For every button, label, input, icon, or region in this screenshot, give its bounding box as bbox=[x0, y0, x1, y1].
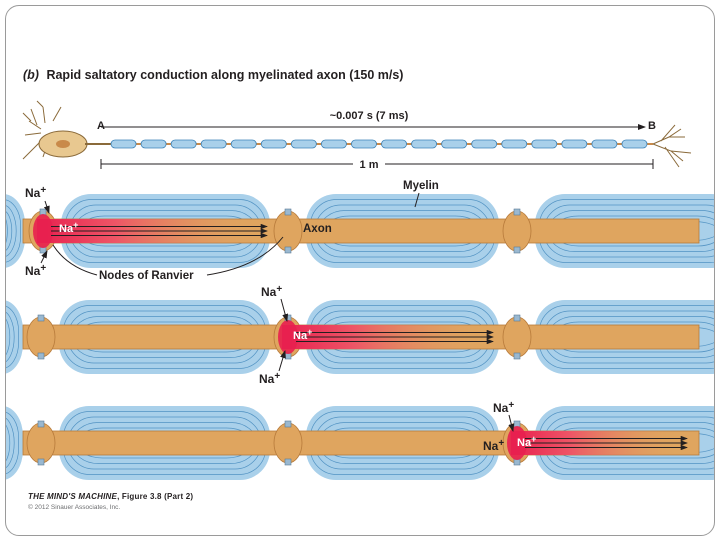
overview-myelin-segment bbox=[621, 139, 648, 149]
overview-myelin-segment bbox=[531, 139, 558, 149]
sodium-channel bbox=[513, 352, 521, 360]
book-title: THE MIND'S MACHINE bbox=[28, 492, 118, 501]
saltatory-conduction-diagram: (b) Rapid saltatory conduction along mye… bbox=[6, 68, 714, 480]
overview-myelin-segment bbox=[230, 139, 257, 149]
overview-myelin-segment bbox=[411, 139, 438, 149]
sodium-channel bbox=[284, 420, 292, 428]
nodes-of-ranvier-label: Nodes of Ranvier bbox=[99, 270, 194, 282]
na-label-inside-3: Na+ bbox=[517, 434, 536, 449]
overview-myelin-segment bbox=[200, 139, 227, 149]
axon-strip-3 bbox=[6, 406, 714, 480]
overview-myelin-segment bbox=[320, 139, 347, 149]
node-pointer-left bbox=[52, 244, 98, 276]
overview-myelin-segment bbox=[471, 139, 498, 149]
active-node bbox=[33, 214, 53, 248]
myelin-layer bbox=[6, 312, 15, 362]
axon-strip-2 bbox=[6, 300, 714, 374]
myelin-layer bbox=[6, 305, 19, 369]
panel-title-text: Rapid saltatory conduction along myelina… bbox=[46, 68, 403, 82]
node-of-ranvier bbox=[502, 210, 532, 252]
na-inflow-arrow-bottom-1 bbox=[40, 250, 48, 264]
overview-myelin-segment bbox=[170, 139, 197, 149]
point-a-label: A bbox=[97, 120, 105, 132]
na-label-inside-1: Na+ bbox=[59, 220, 78, 235]
overview-myelin-segment bbox=[351, 139, 377, 149]
na-inflow-arrow-top-2 bbox=[280, 298, 289, 322]
myelin-label: Myelin bbox=[403, 180, 439, 192]
axon-label: Axon bbox=[303, 223, 332, 235]
sodium-channel bbox=[284, 208, 292, 216]
myelin-pointer bbox=[414, 192, 420, 208]
axon-strip-1 bbox=[6, 194, 714, 268]
active-node bbox=[278, 320, 298, 354]
figure-reference: , Figure 3.8 (Part 2) bbox=[117, 492, 194, 501]
myelin-layer bbox=[6, 318, 11, 356]
overview-myelin-segment bbox=[260, 139, 287, 149]
sodium-channel bbox=[37, 458, 45, 466]
axon-terminal bbox=[652, 124, 692, 168]
na-label-top-2: Na+ bbox=[261, 284, 282, 299]
myelin-layer bbox=[6, 411, 19, 475]
figure-caption: THE MIND'S MACHINE, Figure 3.8 (Part 2) bbox=[28, 492, 193, 501]
distance-label: 1 m bbox=[360, 159, 379, 171]
myelin-sheath bbox=[6, 194, 25, 268]
active-node bbox=[507, 426, 527, 460]
overview-myelin-segment bbox=[561, 139, 588, 149]
sodium-channel bbox=[37, 420, 45, 428]
na-label-bottom-2: Na+ bbox=[259, 371, 280, 386]
overview-myelin-segment bbox=[381, 139, 407, 149]
neuron-overview: A B ~0.007 s (7 ms) 1 m bbox=[22, 100, 692, 171]
myelin-layer bbox=[6, 418, 15, 468]
sodium-channel bbox=[284, 458, 292, 466]
overview-myelin-segments bbox=[110, 139, 648, 149]
time-label: ~0.007 s (7 ms) bbox=[330, 110, 409, 122]
na-label-top-1: Na+ bbox=[25, 185, 46, 200]
node-of-ranvier bbox=[273, 210, 303, 252]
sodium-channel bbox=[513, 246, 521, 254]
na-inflow-arrow-top-1 bbox=[43, 200, 50, 214]
panel-title: (b) Rapid saltatory conduction along mye… bbox=[23, 68, 403, 82]
na-label-bottom-3: Na+ bbox=[483, 438, 504, 453]
sodium-channel bbox=[284, 246, 292, 254]
sodium-channel bbox=[513, 208, 521, 216]
na-inflow-arrow-top-3 bbox=[508, 414, 515, 432]
na-label-bottom-1: Na+ bbox=[25, 263, 46, 278]
overview-myelin-segment bbox=[140, 139, 167, 149]
node-of-ranvier bbox=[502, 316, 532, 358]
panel-letter: (b) bbox=[23, 68, 39, 82]
distance-label-bg bbox=[353, 157, 385, 171]
overview-myelin-segment bbox=[290, 139, 317, 149]
na-inflow-arrow-bottom-2 bbox=[278, 350, 286, 372]
node-of-ranvier bbox=[26, 316, 56, 358]
overview-myelin-segment bbox=[110, 139, 137, 149]
overview-myelin-segment bbox=[591, 139, 618, 149]
point-b-label: B bbox=[648, 120, 656, 132]
node-pointer-right bbox=[206, 236, 284, 276]
sodium-channel bbox=[513, 314, 521, 322]
myelin-layer bbox=[6, 199, 21, 263]
soma-nucleus bbox=[56, 140, 70, 148]
myelin-layer bbox=[6, 424, 11, 462]
node-of-ranvier bbox=[26, 422, 56, 464]
overview-myelin-segment bbox=[441, 139, 468, 149]
sodium-channel bbox=[37, 352, 45, 360]
node-of-ranvier bbox=[273, 422, 303, 464]
myelin-layer bbox=[6, 211, 13, 251]
myelin-layer bbox=[6, 205, 17, 257]
slide-frame: (b) Rapid saltatory conduction along mye… bbox=[5, 5, 715, 536]
myelin-layer bbox=[6, 218, 8, 244]
overview-myelin-segment bbox=[501, 139, 528, 149]
na-label-top-3: Na+ bbox=[493, 400, 514, 415]
copyright-notice: © 2012 Sinauer Associates, Inc. bbox=[28, 504, 121, 511]
na-label-inside-2: Na+ bbox=[293, 327, 312, 342]
sodium-channel bbox=[37, 314, 45, 322]
